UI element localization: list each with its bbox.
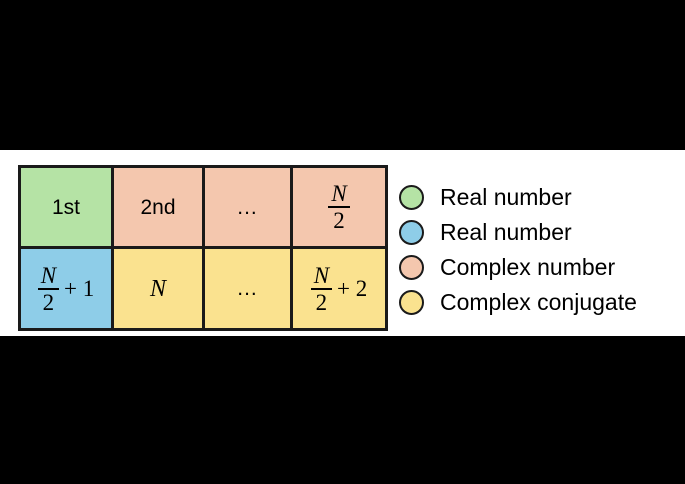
fraction-addend: + 1 <box>64 276 95 301</box>
legend-item-real-number-green[interactable]: Real number <box>399 180 685 215</box>
table-row: N 2 + 1 N ... <box>18 246 388 331</box>
fraction-bar <box>310 287 333 290</box>
cell-content: N 2 <box>293 168 385 246</box>
cell-2nd[interactable]: 2nd <box>111 165 205 249</box>
ellipsis-icon: ... <box>237 277 258 300</box>
fraction: N 2 <box>37 262 60 315</box>
circle-swatch-icon <box>399 220 424 245</box>
legend: Real number Real number Complex number C… <box>399 180 685 320</box>
legend-item-complex-number[interactable]: Complex number <box>399 250 685 285</box>
cell-content: N 2 + 1 <box>21 249 111 328</box>
legend-item-complex-conjugate[interactable]: Complex conjugate <box>399 285 685 320</box>
cell-label: 2nd <box>140 195 176 219</box>
cell-content: 1st <box>21 168 111 246</box>
circle-swatch-icon <box>399 290 424 315</box>
fraction-denominator: 2 <box>42 289 55 315</box>
fraction-numerator: N <box>331 181 347 206</box>
legend-label: Real number <box>440 184 572 210</box>
fraction-numerator: N <box>313 262 330 288</box>
legend-label: Complex conjugate <box>440 289 637 315</box>
fraction-numerator: N <box>40 262 57 288</box>
fraction-bar <box>328 206 350 208</box>
cell-n-over-2-plus-1[interactable]: N 2 + 1 <box>18 246 114 331</box>
cell-content: N <box>114 249 202 328</box>
cell-ellipsis-top[interactable]: ... <box>202 165 293 249</box>
cell-content: ... <box>205 168 290 246</box>
cell-content: N 2 + 2 <box>293 249 385 328</box>
legend-label: Real number <box>440 219 572 245</box>
cell-n-over-2-plus-2[interactable]: N 2 + 2 <box>290 246 388 331</box>
fraction-addend: + 2 <box>337 276 368 301</box>
cell-content: ... <box>205 249 290 328</box>
circle-swatch-icon <box>399 185 424 210</box>
fraction-bar <box>37 287 60 290</box>
fraction: N 2 <box>328 181 350 233</box>
cell-1st[interactable]: 1st <box>18 165 114 249</box>
legend-item-real-number-blue[interactable]: Real number <box>399 215 685 250</box>
cell-label: N <box>149 275 166 302</box>
fraction: N 2 <box>310 262 333 315</box>
index-layout-table: 1st 2nd ... N <box>18 165 388 331</box>
fraction-denominator: 2 <box>333 208 345 233</box>
circle-swatch-icon <box>399 255 424 280</box>
cell-label: 1st <box>51 195 80 219</box>
legend-label: Complex number <box>440 254 616 280</box>
cell-n-over-2[interactable]: N 2 <box>290 165 388 249</box>
fraction-denominator: 2 <box>315 289 328 315</box>
cell-ellipsis-bottom[interactable]: ... <box>202 246 293 331</box>
ellipsis-icon: ... <box>237 195 258 219</box>
cell-content: 2nd <box>114 168 202 246</box>
cell-n[interactable]: N <box>111 246 205 331</box>
table-row: 1st 2nd ... N <box>18 165 388 249</box>
